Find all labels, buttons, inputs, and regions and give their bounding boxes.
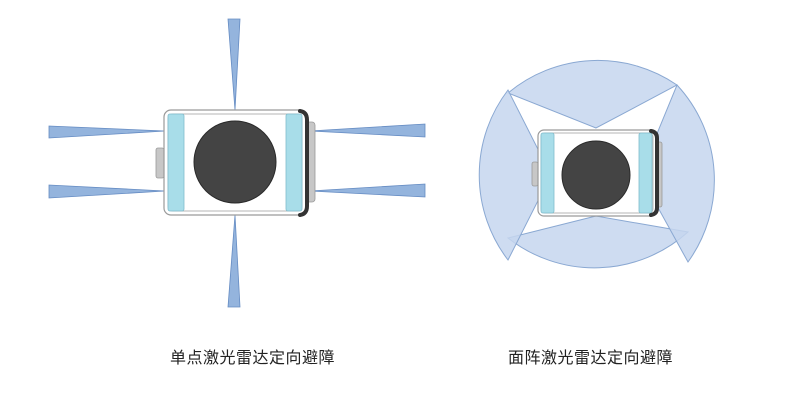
area-array-lidar-illustration <box>478 59 715 269</box>
rear-bumper <box>540 132 555 214</box>
front-cap <box>298 109 309 217</box>
zone-right <box>639 84 715 263</box>
beam-down <box>227 214 241 308</box>
single-point-lidar-illustration <box>48 18 426 308</box>
zone-bottom <box>506 215 690 269</box>
robot-rear-block <box>531 161 539 187</box>
zone-top <box>507 59 678 129</box>
area-array-caption: 面阵激光雷达定向避障 <box>508 348 674 367</box>
lidar-disc <box>561 140 631 210</box>
robot-right <box>531 129 663 217</box>
front-cap <box>649 129 659 217</box>
single-point-caption: 单点激光雷达定向避障 <box>170 348 336 367</box>
robot-left <box>155 109 316 217</box>
beam-right-lower <box>309 183 426 198</box>
beam-up <box>227 18 241 111</box>
rear-bumper <box>167 113 185 212</box>
front-bumper <box>285 113 303 212</box>
robot-rear-block <box>155 147 165 179</box>
beam-right-upper <box>309 123 426 138</box>
zone-left <box>478 89 552 261</box>
lidar-disc <box>193 120 277 204</box>
front-bumper <box>638 132 653 214</box>
beam-left-lower <box>48 184 166 199</box>
beam-left-upper <box>48 125 166 139</box>
